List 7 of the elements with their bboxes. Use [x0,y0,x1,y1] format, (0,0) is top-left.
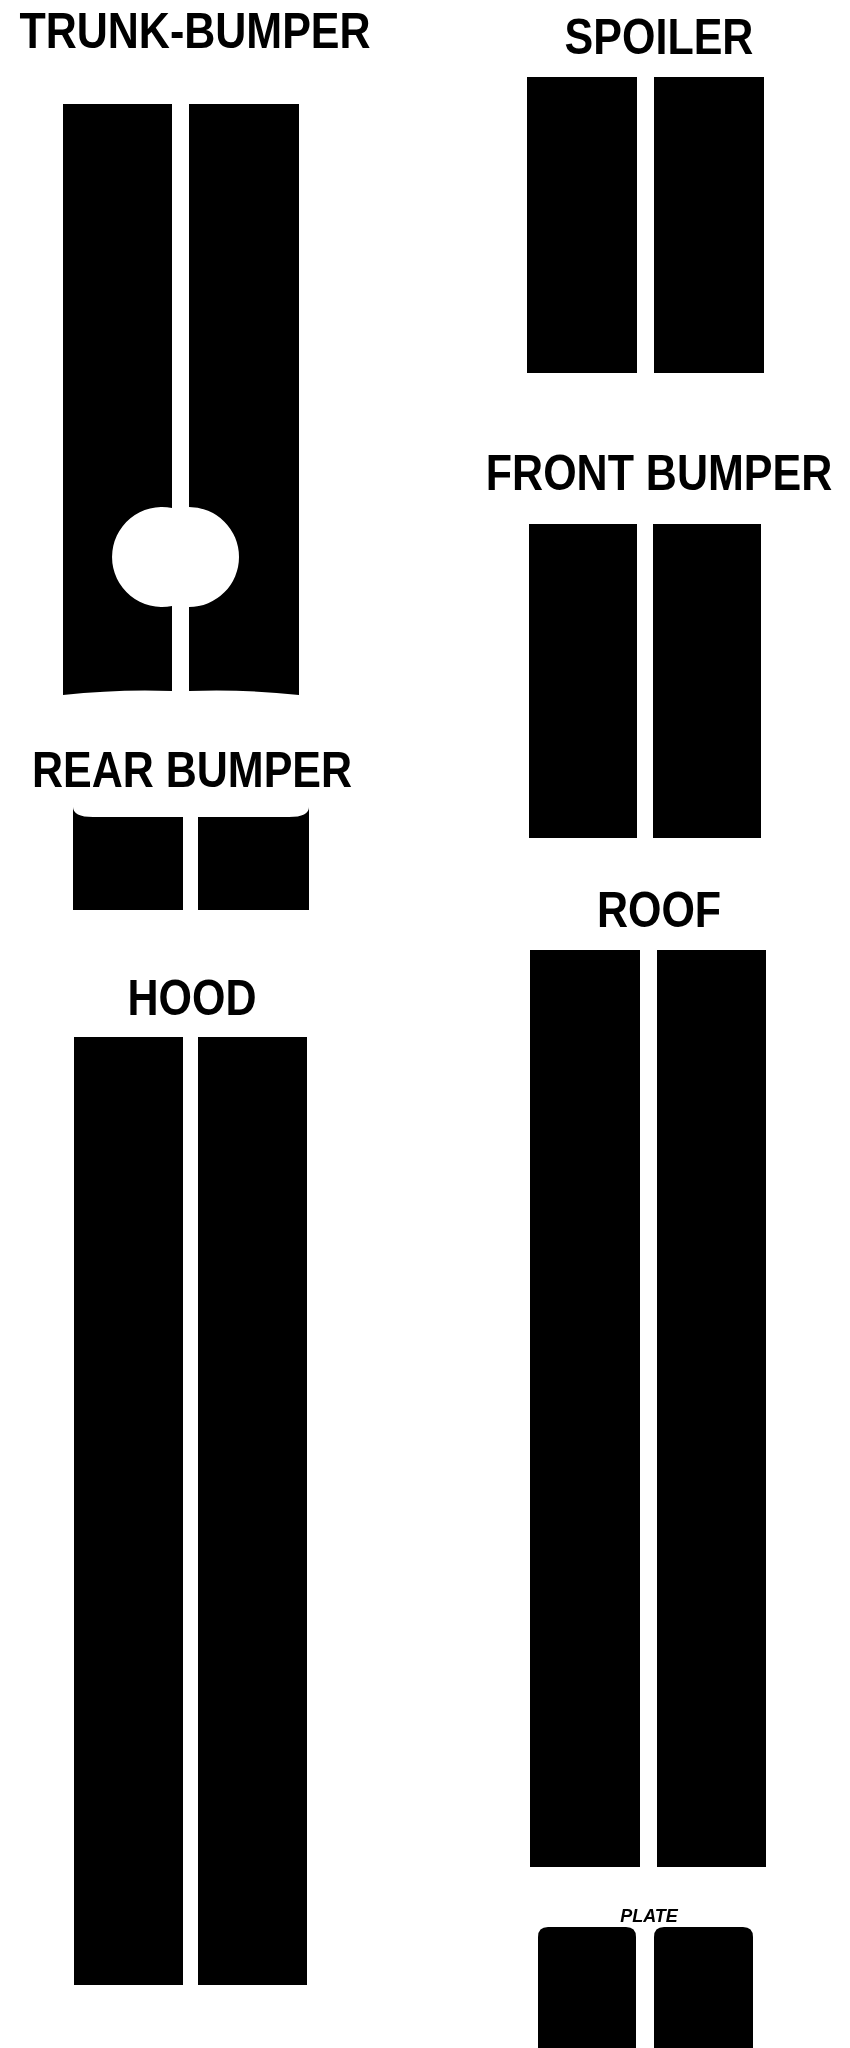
part-heading: HOOD [127,973,257,1023]
part-heading: PLATE [620,1907,678,1925]
part-heading: SPOILER [564,12,754,62]
part-heading: TRUNK-BUMPER [19,6,371,56]
part-heading: FRONT BUMPER [485,448,833,498]
part-heading: REAR BUMPER [31,745,353,795]
part-heading: ROOF [596,885,722,935]
